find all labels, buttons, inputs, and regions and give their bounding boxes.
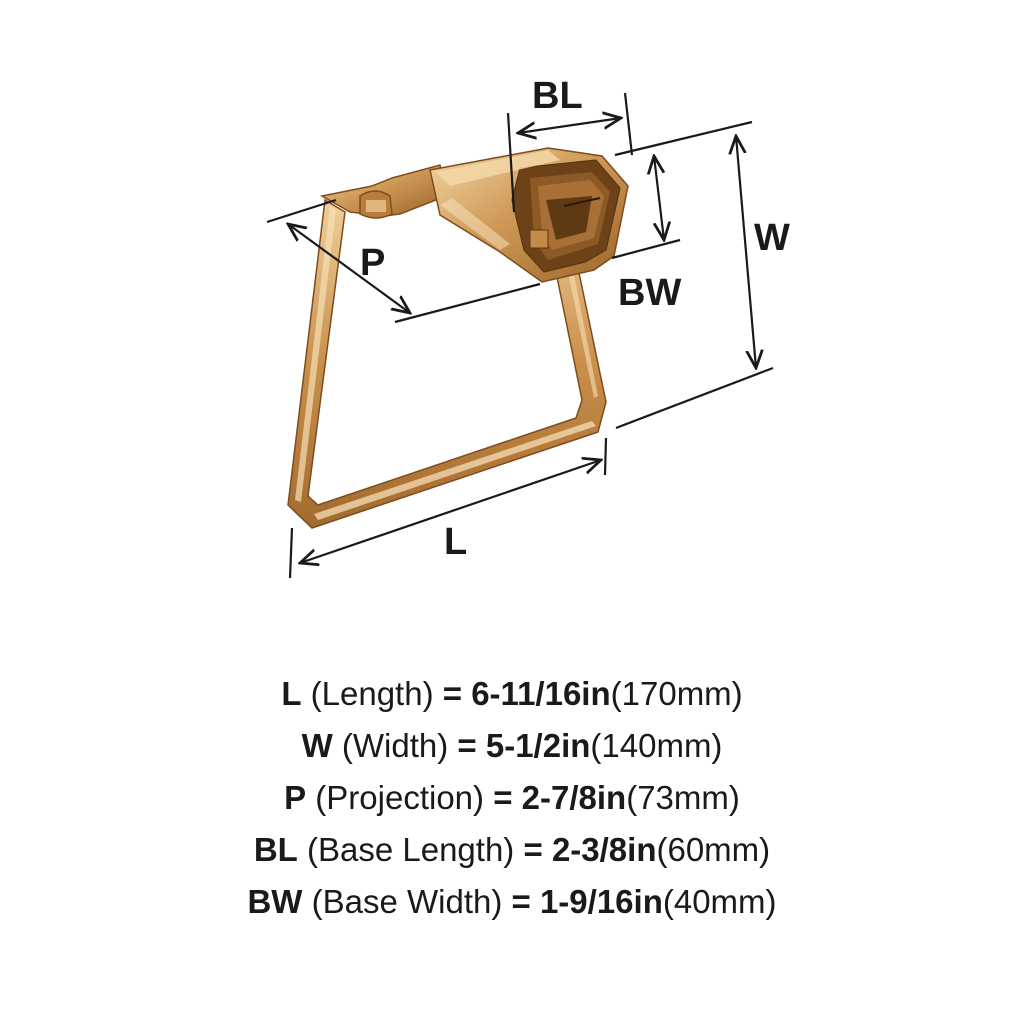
- spec-description: (Length): [310, 675, 434, 712]
- dimension-specs-list: L (Length) = 6-11/16in(170mm) W (Width) …: [0, 668, 1024, 928]
- w-extension-bottom: [615, 366, 774, 430]
- bw-extension-bottom: [611, 238, 681, 260]
- spec-equals: =: [523, 831, 543, 868]
- p-extension-bottom: [394, 282, 541, 324]
- spec-abbr: BL: [253, 831, 298, 868]
- ring-highlight-bottom: [314, 421, 596, 520]
- ring-highlight-right: [568, 270, 598, 398]
- ring-highlight-left: [295, 206, 336, 502]
- bw-dimension-arrow: [654, 156, 664, 240]
- spec-row-width: W (Width) = 5-1/2in(140mm): [0, 720, 1024, 772]
- towel-ring-dimension-diagram: BL W P BW L: [266, 75, 790, 579]
- spec-equals: =: [457, 727, 477, 764]
- spec-abbr: W: [301, 727, 333, 764]
- spec-row-projection: P (Projection) = 2-7/8in(73mm): [0, 772, 1024, 824]
- spec-equals: =: [442, 675, 463, 712]
- spec-description: (Base Length): [307, 831, 515, 868]
- spec-metric-value: (73mm): [626, 779, 740, 816]
- spec-imperial-value: 2-3/8in: [551, 831, 657, 868]
- l-extension-right: [603, 437, 608, 476]
- dimension-lines: [266, 92, 774, 579]
- spec-metric-value: (140mm): [590, 727, 723, 764]
- spec-abbr: BW: [247, 883, 303, 920]
- l-extension-left: [288, 527, 294, 579]
- spec-row-length: L (Length) = 6-11/16in(170mm): [0, 668, 1024, 720]
- spec-description: (Base Width): [311, 883, 503, 920]
- spec-metric-value: (60mm): [656, 831, 771, 868]
- spec-row-base-width: BW (Base Width) = 1-9/16in(40mm): [0, 876, 1024, 928]
- label-l: L: [444, 521, 467, 563]
- spec-abbr: L: [281, 675, 302, 712]
- spec-row-base-length: BL (Base Length) = 2-3/8in(60mm): [0, 824, 1024, 876]
- p-extension-top: [266, 198, 337, 224]
- label-w: W: [754, 217, 790, 259]
- w-extension-top: [614, 120, 753, 157]
- spec-imperial-value: 1-9/16in: [539, 883, 663, 920]
- spec-abbr: P: [284, 779, 307, 816]
- spec-imperial-value: 6-11/16in: [471, 675, 611, 712]
- spec-equals: =: [493, 779, 513, 816]
- bl-extension-left: [506, 112, 516, 213]
- w-dimension-arrow: [736, 136, 756, 368]
- l-dimension-arrow: [300, 460, 601, 563]
- label-p: P: [360, 242, 385, 284]
- label-bl: BL: [532, 75, 583, 117]
- spec-imperial-value: 2-7/8in: [521, 779, 627, 816]
- bl-extension-right: [623, 92, 634, 156]
- p-dimension-arrow: [288, 224, 410, 313]
- towel-ring-product: [287, 147, 629, 529]
- spec-description: (Projection): [315, 779, 485, 816]
- bl-dimension-arrow: [518, 118, 621, 133]
- label-bw: BW: [618, 272, 681, 314]
- spec-description: (Width): [341, 727, 449, 764]
- spec-equals: =: [511, 883, 531, 920]
- spec-metric-value: (170mm): [610, 675, 743, 712]
- spec-metric-value: (40mm): [662, 883, 777, 920]
- spec-imperial-value: 5-1/2in: [485, 727, 591, 764]
